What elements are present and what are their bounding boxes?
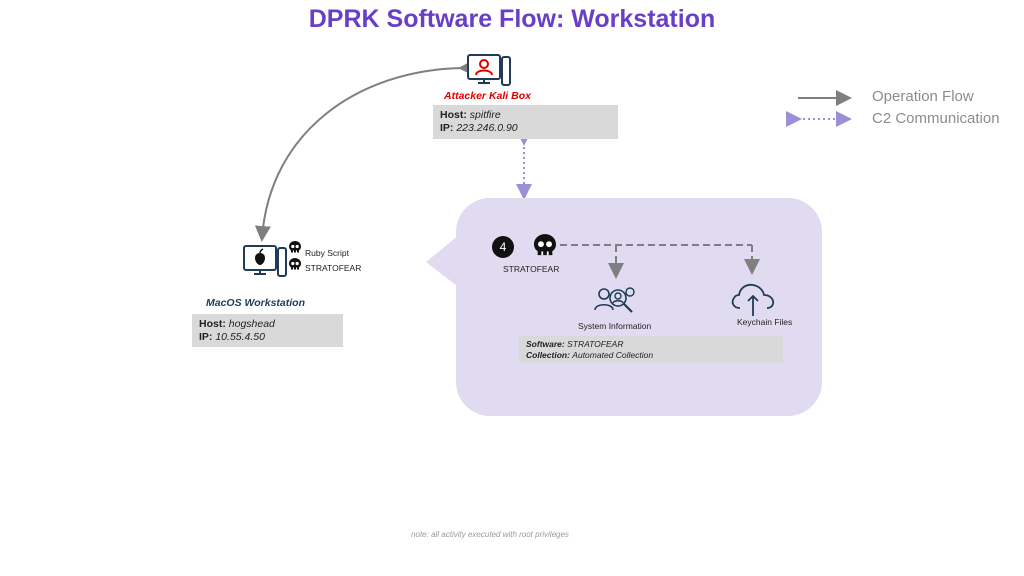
skull-icon xyxy=(289,241,301,259)
attacker-ip-value: 223.246.0.90 xyxy=(456,122,518,134)
attacker-host-value: spitfire xyxy=(469,109,501,121)
target-system-information: System Information xyxy=(578,321,652,331)
cloud-upload-icon xyxy=(731,283,775,316)
attacker-monitor-icon xyxy=(467,54,511,86)
stage-malware-label: STRATOFEAR xyxy=(503,264,560,274)
user-search-icon xyxy=(594,287,635,313)
target-keychain-files: Keychain Files xyxy=(737,317,793,327)
footnote: note: all activity executed with root pr… xyxy=(411,530,569,539)
attacker-infobox: Host: spitfire IP: 223.246.0.90 xyxy=(433,105,618,139)
attacker-label: Attacker Kali Box xyxy=(444,90,531,102)
workstation-host-value: hogshead xyxy=(228,318,275,330)
step-number-badge: 4 xyxy=(492,236,514,258)
stage-infobox: Software: STRATOFEAR Collection: Automat… xyxy=(519,336,783,363)
operation-flow-arrow xyxy=(254,59,475,242)
software-label: Software: xyxy=(526,339,565,349)
collection-value: Automated Collection xyxy=(572,350,654,360)
attacker-ip-label: IP: xyxy=(440,122,454,134)
workstation-infobox: Host: hogshead IP: 10.55.4.50 xyxy=(192,314,343,347)
stage-bubble xyxy=(456,198,822,416)
page-title: DPRK Software Flow: Workstation xyxy=(308,5,716,33)
stage-connector-layer xyxy=(560,244,760,279)
tool-ruby-script: Ruby Script xyxy=(305,248,349,258)
attacker-host-label: Host: xyxy=(440,109,467,121)
skull-icon xyxy=(534,234,556,263)
apple-monitor-icon xyxy=(243,245,287,277)
legend-c2-communication: C2 Communication xyxy=(872,110,1000,127)
workstation-host-label: Host: xyxy=(199,318,226,330)
collection-label: Collection: xyxy=(526,350,570,360)
software-value: STRATOFEAR xyxy=(567,339,624,349)
workstation-ip-label: IP: xyxy=(199,331,213,343)
skull-icon xyxy=(289,258,301,276)
legend-operation-flow: Operation Flow xyxy=(872,88,974,105)
tool-stratofear: STRATOFEAR xyxy=(305,263,362,273)
workstation-ip-value: 10.55.4.50 xyxy=(215,331,265,343)
step-number: 4 xyxy=(499,240,507,254)
workstation-label: MacOS Workstation xyxy=(206,297,305,309)
